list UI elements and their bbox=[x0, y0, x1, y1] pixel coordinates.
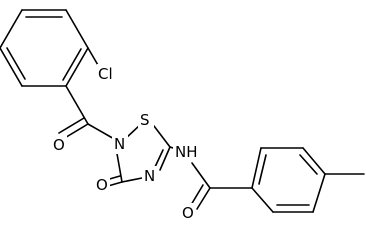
bond-layer bbox=[0, 9, 365, 213]
bond bbox=[154, 149, 164, 168]
carbonyl-oxygen-label: O bbox=[53, 136, 65, 154]
bond bbox=[153, 125, 171, 148]
bond bbox=[251, 147, 262, 189]
bond bbox=[196, 187, 211, 210]
bond bbox=[65, 47, 89, 87]
bond bbox=[302, 147, 326, 175]
bond bbox=[159, 146, 171, 171]
bond bbox=[258, 154, 267, 185]
amide-nh-label: NH bbox=[175, 143, 198, 161]
bond bbox=[65, 9, 89, 49]
bond bbox=[62, 48, 82, 81]
chemical-structure-diagram: Cl O N S O N NH O bbox=[0, 9, 365, 223]
bond bbox=[62, 123, 89, 140]
atom-label-layer: Cl O N S O N NH O bbox=[51, 64, 203, 223]
bond bbox=[6, 47, 26, 80]
bond bbox=[107, 181, 123, 187]
bond bbox=[312, 173, 326, 213]
bond bbox=[87, 123, 117, 141]
bond bbox=[190, 184, 204, 206]
bond bbox=[299, 154, 318, 175]
ring-oxygen-label: O bbox=[96, 176, 108, 194]
bond bbox=[0, 9, 23, 49]
ring-sulfur-label: S bbox=[140, 111, 150, 129]
bond bbox=[58, 117, 85, 134]
bond bbox=[0, 47, 23, 87]
chlorine-atom-label: Cl bbox=[98, 65, 113, 83]
imine-nitrogen-label: N bbox=[144, 167, 155, 185]
ring-nitrogen-label: N bbox=[114, 135, 125, 153]
bond bbox=[251, 187, 274, 213]
bond bbox=[191, 162, 211, 189]
amide-oxygen-label: O bbox=[182, 204, 194, 222]
bond bbox=[121, 177, 143, 183]
